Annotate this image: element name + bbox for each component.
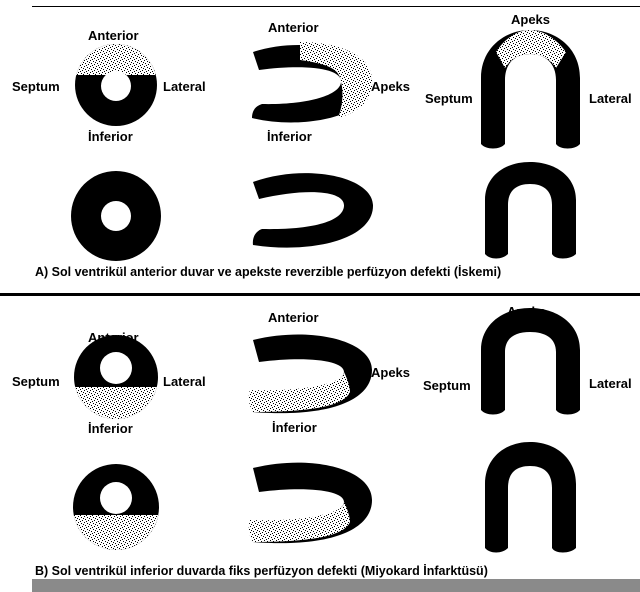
a-label-inferior-vla: İnferior [267,129,312,144]
b-horizontal-long-axis-stress [481,308,580,415]
a-horizontal-long-axis-rest [485,162,576,259]
a-vertical-long-axis-stress [252,42,372,122]
a-short-axis-rest [71,171,161,261]
b-label-lateral-hla: Lateral [589,376,632,391]
b-label-apeks-vla: Apeks [371,365,410,380]
bottom-gray-bar [32,579,640,592]
b-label-septum-short-axis: Septum [12,374,60,389]
b-short-axis-stress [74,335,158,419]
b-vertical-long-axis-stress [249,335,372,414]
a-vertical-long-axis-rest [253,173,373,248]
b-label-inferior-vla: İnferior [272,420,317,435]
section-b-caption: B) Sol ventrikül inferior duvarda fiks p… [35,564,488,579]
a-label-septum-hla: Septum [425,91,473,106]
b-horizontal-long-axis-rest [485,442,576,553]
a-label-anterior-short-axis: Anterior [88,28,139,43]
b-label-septum-hla: Septum [423,378,471,393]
a-label-inferior-short-axis: İnferior [88,129,133,144]
b-label-lateral-short-axis: Lateral [163,374,206,389]
a-label-anterior-vla: Anterior [268,20,319,35]
b-label-inferior-short-axis: İnferior [88,421,133,436]
b-label-anterior-vla: Anterior [268,310,319,325]
a-label-apeks-vla: Apeks [371,79,410,94]
b-label-apeks-hla: Apeks [507,304,546,319]
a-label-apeks-hla: Apeks [511,12,550,27]
a-horizontal-long-axis-stress [481,30,580,149]
section-divider [0,293,640,296]
b-short-axis-rest [73,464,159,550]
section-a-caption: A) Sol ventrikül anterior duvar ve apeks… [35,265,501,280]
a-label-lateral-short-axis: Lateral [163,79,206,94]
a-short-axis-stress [75,44,157,126]
b-label-anterior-short-axis: Anterior [88,330,139,345]
a-label-lateral-hla: Lateral [589,91,632,106]
a-label-septum-short-axis: Septum [12,79,60,94]
b-vertical-long-axis-rest [249,463,372,544]
